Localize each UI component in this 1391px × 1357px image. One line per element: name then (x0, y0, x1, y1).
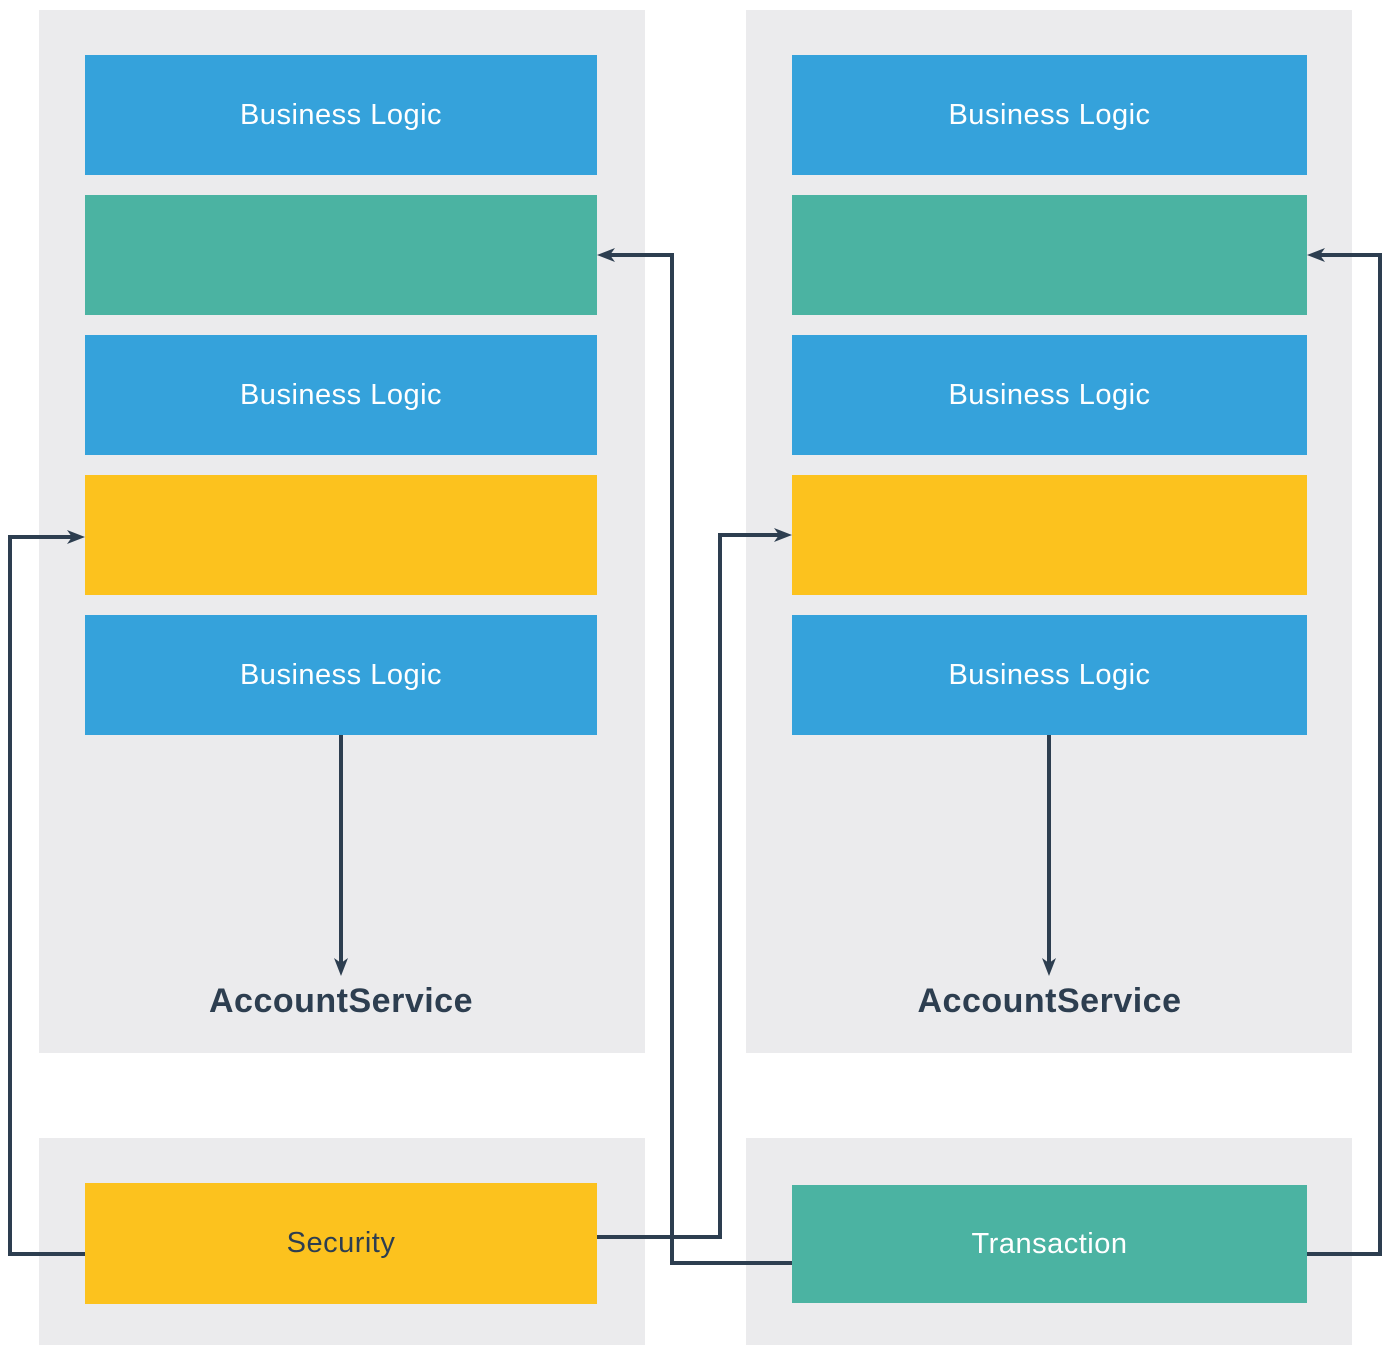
bar-label: Business Logic (948, 98, 1151, 131)
security-aspect-box: Security (85, 1183, 597, 1304)
right-business-logic-bar-3: Business Logic (792, 615, 1307, 735)
left-accountservice-caption: AccountService (209, 982, 473, 1020)
left-yellow-aspect-slot (85, 475, 597, 595)
security-label: Security (286, 1227, 396, 1259)
left-business-logic-bar-3: Business Logic (85, 615, 597, 735)
bar-label: Business Logic (948, 658, 1151, 691)
right-teal-aspect-slot (792, 195, 1307, 315)
left-business-logic-bar-2: Business Logic (85, 335, 597, 455)
right-business-logic-bar-1: Business Logic (792, 55, 1307, 175)
right-business-logic-bar-2: Business Logic (792, 335, 1307, 455)
left-business-logic-bar-1: Business Logic (85, 55, 597, 175)
bar-label: Business Logic (239, 98, 443, 131)
bar-label: Business Logic (239, 658, 443, 691)
transaction-label: Transaction (971, 1227, 1128, 1260)
transaction-aspect-box: Transaction (792, 1185, 1307, 1303)
right-accountservice-caption: AccountService (917, 982, 1182, 1020)
left-teal-aspect-slot (85, 195, 597, 315)
right-yellow-aspect-slot (792, 475, 1307, 595)
bar-label: Business Logic (239, 378, 443, 411)
bar-label: Business Logic (948, 378, 1151, 411)
